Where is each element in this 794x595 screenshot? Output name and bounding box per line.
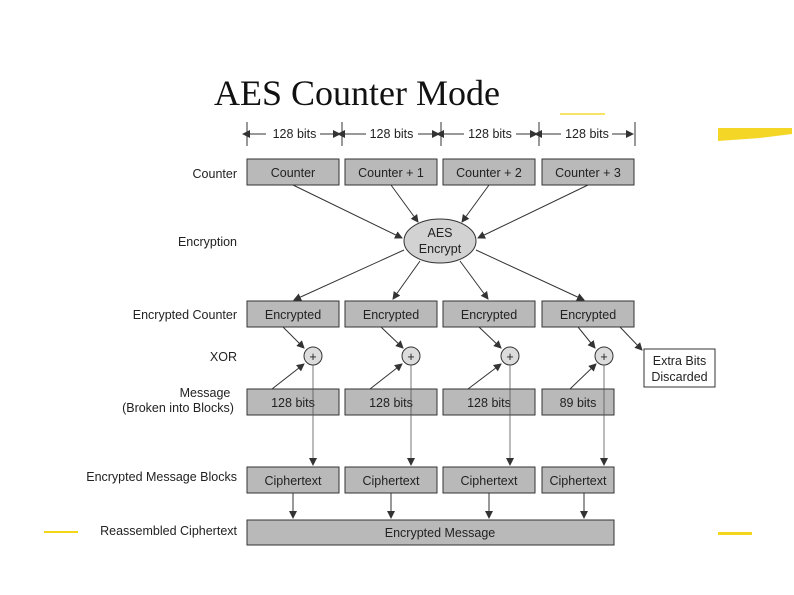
encrypted-message-label: Encrypted Message	[385, 526, 496, 540]
label-encrypted-counter: Encrypted Counter	[133, 308, 237, 322]
bit-width-row: 128 bits 128 bits 128 bits 128 bits	[242, 122, 636, 146]
message-block	[541, 388, 615, 416]
label-encrypted-message-blocks: Encrypted Message Blocks	[86, 470, 237, 484]
counter-block	[344, 158, 438, 186]
xor-symbol: +	[407, 350, 414, 364]
bits-label: 128 bits	[468, 127, 512, 141]
aes-ellipse	[403, 218, 477, 264]
arrow	[478, 326, 502, 349]
message-block-label: 128 bits	[271, 396, 315, 410]
encrypted-message-rect	[246, 519, 615, 546]
label-message-sub: (Broken into Blocks)	[122, 401, 234, 415]
message-block	[344, 388, 438, 416]
encrypted-block-label: Encrypted	[560, 308, 616, 322]
arrow	[577, 326, 596, 349]
arrow	[461, 184, 490, 223]
aes-to-encrypted-arrows	[293, 249, 585, 301]
arrow	[467, 363, 502, 390]
message-blocks: 128 bits 128 bits 128 bits 89 bits	[246, 388, 615, 416]
arrow	[380, 326, 404, 349]
counter-block	[246, 158, 340, 186]
extra-bits-label-sub: Discarded	[651, 370, 707, 384]
bits-label: 128 bits	[565, 127, 609, 141]
encrypted-counter-blocks: Encrypted Encrypted Encrypted Encrypted	[246, 300, 635, 328]
counter-to-aes-arrows	[292, 184, 589, 239]
arrow	[293, 249, 405, 301]
counter-block-label: Counter	[271, 166, 315, 180]
xor-symbol: +	[309, 350, 316, 364]
counter-block-label: Counter + 3	[555, 166, 621, 180]
highlight-marks	[44, 113, 792, 535]
message-block	[246, 388, 340, 416]
counter-block-label: Counter + 2	[456, 166, 522, 180]
ciphertext-block-label: Ciphertext	[550, 474, 607, 488]
extra-bits-box: Extra Bits Discarded	[643, 348, 716, 388]
ciphertext-block	[246, 466, 340, 494]
label-encryption: Encryption	[178, 235, 237, 249]
encrypted-block-label: Encrypted	[265, 308, 321, 322]
arrow	[292, 184, 403, 239]
xor-symbol: +	[600, 350, 607, 364]
ciphertext-block-label: Ciphertext	[461, 474, 518, 488]
highlight-mark-small	[560, 113, 605, 115]
label-message: Message	[180, 386, 231, 400]
ciphertext-to-message-arrows	[289, 493, 588, 519]
ciphertext-block	[541, 466, 615, 494]
arrow	[369, 363, 403, 390]
label-counter: Counter	[193, 167, 237, 181]
extra-bits-rect	[643, 348, 716, 388]
arrow	[475, 249, 585, 301]
message-to-xor-arrows	[271, 363, 597, 390]
highlight-mark-bottom-right	[718, 532, 752, 535]
extra-bits-label: Extra Bits	[653, 354, 707, 368]
arrow	[477, 184, 589, 239]
arrow	[569, 363, 597, 390]
message-block-label: 128 bits	[369, 396, 413, 410]
aes-encrypt-node: AES Encrypt	[403, 218, 477, 264]
ciphertext-block	[344, 466, 438, 494]
highlight-mark-top	[718, 128, 792, 141]
encrypted-block	[246, 300, 340, 328]
counter-blocks: Counter Counter + 1 Counter + 2 Counter …	[246, 158, 635, 186]
message-block-label: 89 bits	[560, 396, 597, 410]
arrow	[392, 260, 421, 300]
encrypted-block	[442, 300, 536, 328]
encrypted-block	[344, 300, 438, 328]
arrow	[271, 363, 305, 390]
ciphertext-blocks: Ciphertext Ciphertext Ciphertext Ciphert…	[246, 466, 615, 494]
arrow	[459, 260, 489, 300]
message-block-label: 128 bits	[467, 396, 511, 410]
encrypted-message-bar: Encrypted Message	[246, 519, 615, 546]
row-labels: Counter Encryption Encrypted Counter XOR…	[86, 167, 237, 538]
encrypted-block-label: Encrypted	[363, 308, 419, 322]
highlight-mark-bottom-left	[44, 531, 78, 533]
label-xor: XOR	[210, 350, 237, 364]
aes-label-sub: Encrypt	[419, 242, 462, 256]
ciphertext-block	[442, 466, 536, 494]
ciphertext-block-label: Ciphertext	[265, 474, 322, 488]
bits-label: 128 bits	[273, 127, 317, 141]
slide-title: AES Counter Mode	[214, 73, 500, 113]
xor-nodes: + + + +	[303, 346, 614, 366]
xor-symbol: +	[506, 350, 513, 364]
encrypted-block	[541, 300, 635, 328]
arrow	[390, 184, 419, 223]
counter-block	[442, 158, 536, 186]
counter-block	[541, 158, 635, 186]
encrypted-to-xor-arrows	[282, 326, 643, 351]
arrow-to-discard	[619, 326, 643, 351]
xor-to-ciphertext-arrows	[309, 365, 608, 466]
ciphertext-block-label: Ciphertext	[363, 474, 420, 488]
label-reassembled: Reassembled Ciphertext	[100, 524, 237, 538]
counter-block-label: Counter + 1	[358, 166, 424, 180]
encrypted-block-label: Encrypted	[461, 308, 517, 322]
bits-label: 128 bits	[370, 127, 414, 141]
aes-label: AES	[427, 226, 452, 240]
message-block	[442, 388, 536, 416]
arrow	[282, 326, 305, 349]
